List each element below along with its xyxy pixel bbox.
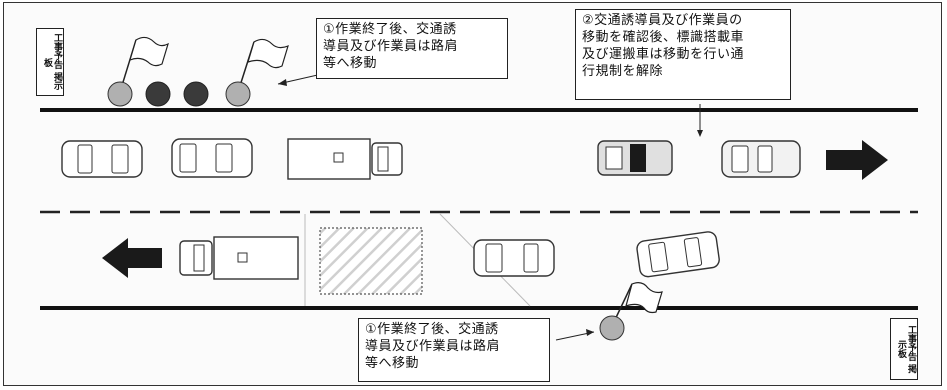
callout-workers-move-bottom: ①作業終了後、交通誘 導員及び作業員は路肩 等へ移動 — [358, 318, 550, 382]
direction-arrow-right — [826, 140, 888, 180]
car — [171, 138, 253, 178]
callout-release-regulation: ②交通誘導員及び作業員の 移動を確認後、標識搭載車 及び運搬車は移動を行い通 行… — [575, 9, 791, 100]
leader-arrow — [555, 329, 595, 341]
leader-arrow — [277, 73, 323, 86]
flag-worker — [107, 36, 169, 107]
flag-worker — [225, 38, 289, 107]
car — [473, 239, 555, 277]
construction-notice-sign-right: 工事予告 掲示板 — [890, 318, 918, 380]
car — [636, 231, 720, 278]
work-zone — [319, 227, 423, 295]
truck — [179, 236, 299, 280]
flag-worker — [599, 282, 663, 341]
construction-notice-sign-left: 工事予告 掲示板 — [36, 28, 64, 96]
direction-arrow-left — [102, 238, 162, 278]
worker — [183, 81, 209, 107]
sign-vehicle — [597, 140, 673, 176]
callout-workers-move-top: ①作業終了後、交通誘 導員及び作業員は路肩 等へ移動 — [316, 18, 508, 79]
worker — [145, 81, 171, 107]
leader-arrow — [697, 104, 703, 137]
truck — [287, 138, 403, 180]
car — [61, 140, 143, 178]
car — [721, 140, 801, 178]
